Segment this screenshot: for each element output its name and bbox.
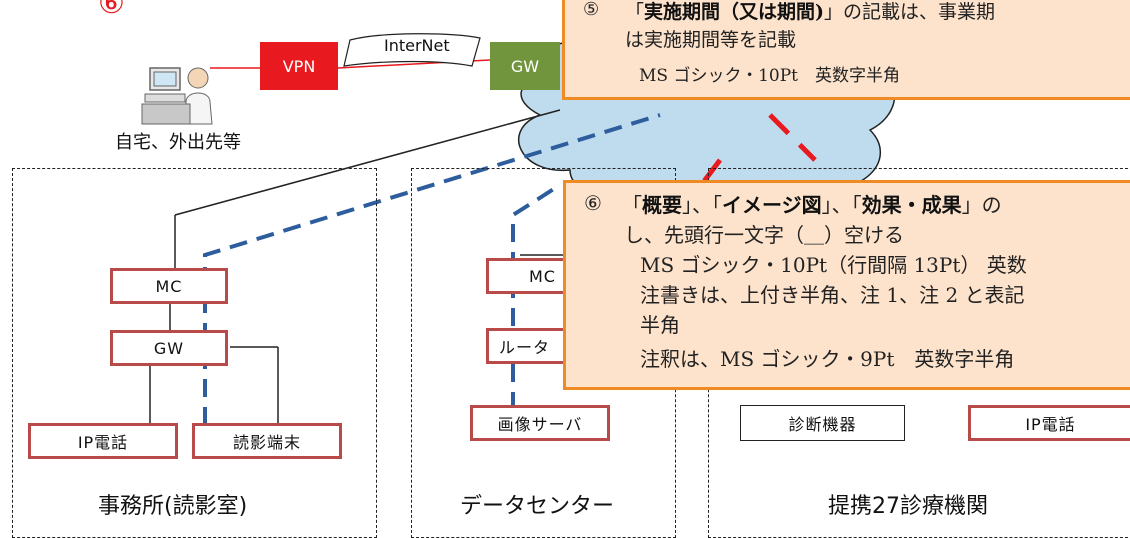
callout-6-line1-d: イメージ図 [722, 193, 822, 217]
office-gw: GW [110, 330, 228, 366]
callout-5-line2: は実施期間等を記載 [625, 29, 797, 51]
datacenter-image-server: 画像サーバ [470, 405, 610, 441]
callout-6-line1-c: 」、「 [682, 193, 722, 217]
callout-6: ⑥ 「概要」、「イメージ図」、「効果・成果」の し、先頭行一文字（＿）空ける M… [563, 180, 1130, 390]
office-mc: MC [110, 268, 228, 304]
callout-6-line1-b: 概要 [642, 193, 682, 217]
partner-zone-label: 提携27診療機関 [828, 494, 988, 519]
callout-6-line1-e: 」、「 [821, 193, 862, 217]
callout-6-line5: 半角 [640, 313, 680, 337]
home-label: 自宅、外出先等 [115, 132, 241, 153]
office-reading-terminal: 読影端末 [192, 423, 342, 459]
datacenter-zone-label: データセンター [460, 494, 615, 519]
marker-number: ⑥ [98, 0, 125, 21]
partner-diagnostic-device: 診断機器 [740, 405, 905, 441]
callout-5-line3: MS ゴシック・10Pt 英数字半角 [639, 66, 901, 86]
callout-6-line3: MS ゴシック・10Pt（行間隔 13Pt） 英数 [640, 253, 1027, 277]
office-zone-label: 事務所(読影室) [98, 494, 248, 519]
callout-5-line1-post: 」の記載は、事業期 [824, 1, 996, 23]
callout-5-line1: 「実施期間（又は期間)」の記載は、事業期 [625, 0, 995, 24]
callout-6-number: ⑥ [584, 191, 602, 215]
callout-6-line4: 注書きは、上付き半角、注 1、注 2 と表記 [640, 283, 1025, 307]
internet-banner [340, 30, 490, 70]
gateway-node-top: GW [490, 42, 560, 90]
callout-5-line1-pre: 「 [625, 1, 645, 23]
internet-label: InterNet [384, 36, 450, 55]
person-at-computer-icon [140, 58, 220, 128]
callout-5-number: ⑤ [583, 0, 600, 20]
callout-6-line1: 「概要」、「イメージ図」、「効果・成果」の [622, 189, 1002, 218]
callout-6-line2: し、先頭行一文字（＿）空ける [624, 223, 904, 247]
vpn-node: VPN [260, 42, 338, 90]
callout-5: ⑤ 「実施期間（又は期間)」の記載は、事業期 は実施期間等を記載 MS ゴシック… [562, 0, 1130, 100]
callout-6-line1-g: 」の [961, 193, 1002, 217]
office-ip-phone: IP電話 [28, 423, 178, 459]
callout-6-line6: 注釈は、MS ゴシック・9Pt 英数字半角 [640, 347, 1015, 371]
callout-6-line1-f: 効果・成果 [861, 193, 962, 217]
callout-5-line1-bold: 実施期間（又は期間) [644, 1, 825, 23]
callout-6-line1-a: 「 [622, 193, 642, 217]
partner-ip-phone: IP電話 [968, 405, 1130, 441]
